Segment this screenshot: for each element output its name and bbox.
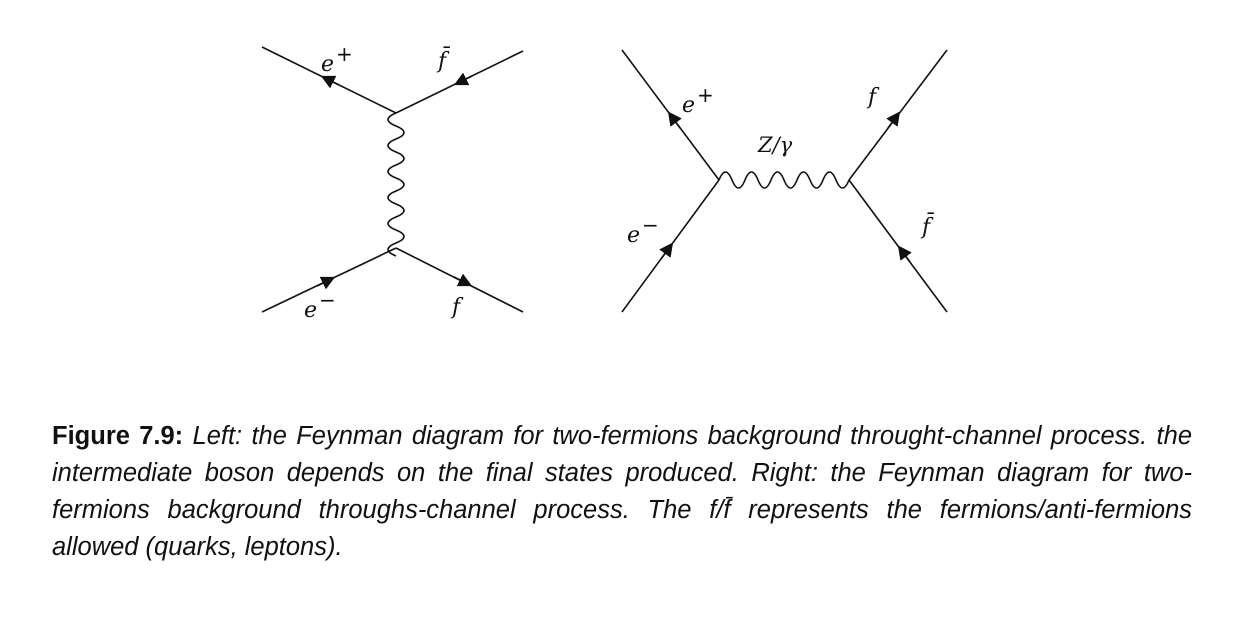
- right-boson-wavy-line: [718, 171, 850, 189]
- right-f-label: f: [866, 85, 880, 110]
- right-eplus-line: [621, 49, 720, 181]
- right-fbar-label: f̄: [920, 212, 935, 240]
- right-s-channel-diagram: [621, 49, 948, 313]
- left-eplus-arrow: [320, 75, 340, 89]
- right-fbar-line: [848, 179, 948, 313]
- right-f-line: [848, 49, 948, 181]
- right-eminus-label: e−: [627, 213, 659, 248]
- left-eminus-label: e−: [304, 288, 336, 323]
- left-t-channel-diagram: [261, 46, 524, 313]
- figure-caption: Figure 7.9: Left: the Feynman diagram fo…: [52, 418, 1192, 566]
- figure-number: Figure 7.9:: [52, 422, 184, 450]
- left-f-label: f: [450, 295, 464, 320]
- right-eplus-label: e+: [682, 83, 714, 118]
- left-fbar-label: f̄: [436, 46, 451, 74]
- left-boson-wavy-line: [387, 112, 405, 257]
- right-eminus-arrow: [659, 242, 674, 260]
- left-eplus-label: e+: [321, 42, 353, 77]
- right-eplus-arrow: [667, 111, 682, 129]
- feynman-diagrams: e+ f̄ e− f e+ e− Z/γ: [261, 42, 948, 323]
- figure-caption-text: Left: the Feynman diagram for two-fermio…: [52, 422, 1193, 561]
- left-f-arrow: [453, 273, 473, 287]
- right-boson-label: Z/γ: [757, 133, 793, 157]
- right-f-arrow: [886, 111, 901, 129]
- right-fbar-arrow: [897, 245, 912, 263]
- left-eminus-arrow: [316, 276, 336, 290]
- left-fbar-arrow: [453, 72, 473, 86]
- left-fbar-line: [395, 50, 524, 114]
